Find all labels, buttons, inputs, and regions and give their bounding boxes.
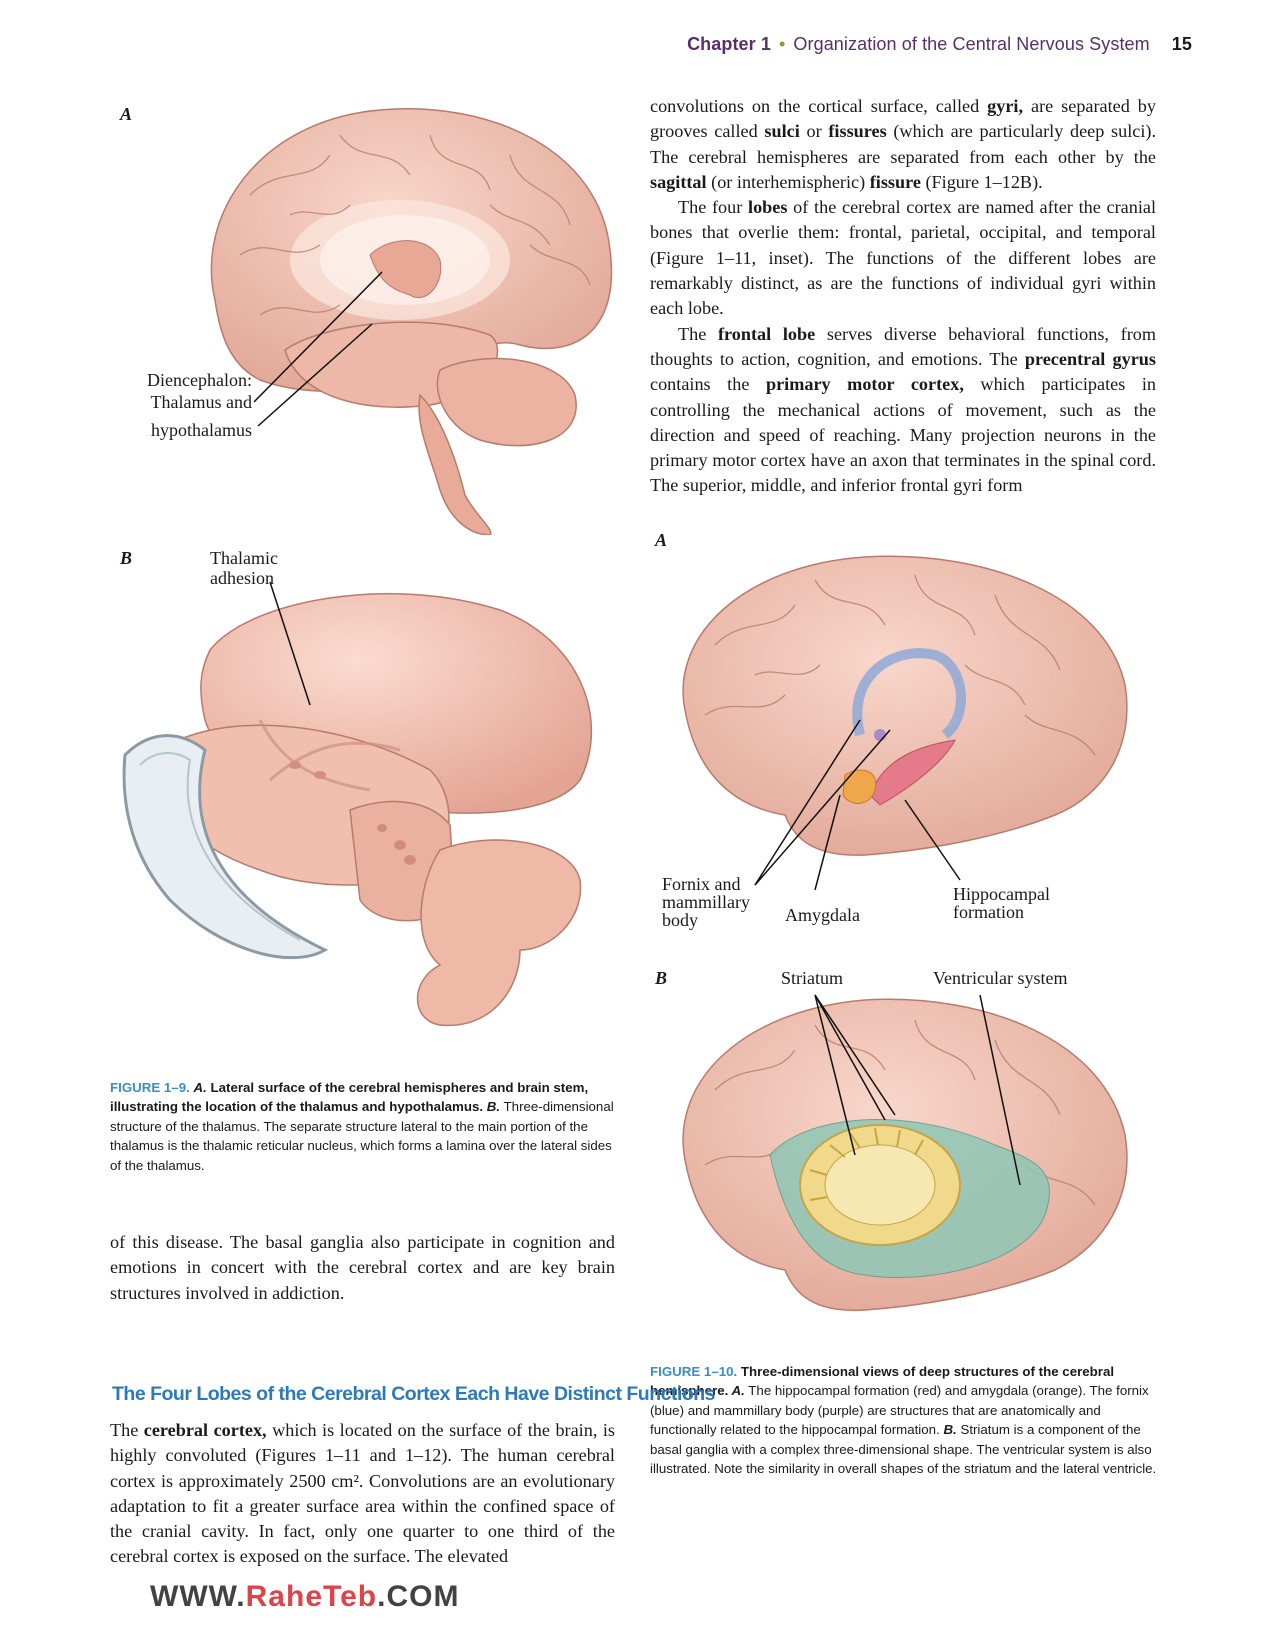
caption-bold-text: Lateral surface of the cerebral hemisphe…: [110, 1080, 589, 1115]
left-column-bottom-text: of this disease. The basal ganglia also …: [110, 1230, 615, 1306]
figure-1-9a-brain-illustration: [210, 108, 613, 535]
bold-term: lobes: [748, 197, 788, 218]
paragraph: The frontal lobe serves diverse behavior…: [650, 323, 1156, 496]
figure-1-9-caption: FIGURE 1–9. A. Lateral surface of the ce…: [110, 1078, 615, 1175]
bold-term: gyri,: [987, 96, 1024, 116]
caption-bold-text: Three-dimensional views of deep structur…: [650, 1364, 1115, 1399]
chapter-label: Chapter 1: [687, 34, 771, 54]
callout-formation: formation: [953, 902, 1024, 922]
figure-1-9-panel-a-label: A: [120, 104, 133, 124]
figure-1-10-panel-a-label: A: [655, 530, 668, 550]
reticular-nucleus-lamina: [122, 734, 329, 960]
caption-panel-b: B.: [939, 1422, 957, 1438]
callout-adhesion: adhesion: [210, 568, 274, 588]
left-column-section-text: The cerebral cortex, which is located on…: [110, 1418, 615, 1570]
geniculate-lobe: [416, 839, 582, 1027]
amygdala: [842, 769, 877, 804]
hippocampus: [869, 739, 956, 806]
callout-thalamic: Thalamic: [210, 548, 278, 568]
running-header: Chapter 1 • Organization of the Central Ne…: [687, 34, 1192, 55]
section-heading: The Four Lobes of the Cerebral Cortex Ea…: [112, 1383, 716, 1405]
caption-figure-number: FIGURE 1–10.: [650, 1364, 738, 1379]
bold-term: precentral gyrus: [1024, 348, 1156, 369]
callout-diencephalon: Diencephalon:: [147, 370, 252, 390]
fornix-arc: [852, 648, 966, 739]
caption-panel-b: B.: [483, 1099, 501, 1115]
caption-panel-b-text: Striatum is a component of the basal gan…: [650, 1422, 1157, 1477]
right-column-top-text: convolutions on the cortical surface, ca…: [650, 94, 1156, 499]
callout-striatum: Striatum: [781, 968, 843, 988]
cerebellum: [436, 357, 577, 447]
caption-panel-a-text: The hippocampal formation (red) and amyg…: [650, 1383, 1149, 1438]
figure-1-10a-illustration: [682, 555, 1128, 890]
bold-term: sulci: [764, 121, 800, 142]
fornix-callout: Fornix and mammillary body: [662, 875, 750, 929]
header-bullet: •: [778, 34, 786, 54]
thalamic-adhesion-callout: Thalamic adhesion: [210, 548, 278, 588]
watermark-prefix: WWW.: [150, 1580, 246, 1613]
caption-body-text: Three-dimensional structure of the thala…: [110, 1099, 614, 1173]
bold-term: sagittal: [650, 171, 707, 192]
mammillary-body: [874, 729, 886, 741]
callout-hypothalamus: hypothalamus: [151, 420, 252, 440]
callout-ventricular-system: Ventricular system: [933, 968, 1068, 988]
bold-term: fissures: [828, 121, 887, 142]
figure-1-10-panel-b-label: B: [655, 968, 668, 988]
paragraph: of this disease. The basal ganglia also …: [110, 1232, 615, 1303]
figure-1-10-caption: FIGURE 1–10. Three-dimensional views of …: [650, 1362, 1160, 1478]
callout-hippocampal: Hippocampal: [953, 884, 1050, 904]
paragraph: The four lobes of the cerebral cortex ar…: [650, 197, 1157, 319]
hippocampal-callout: Hippocampal formation: [953, 885, 1050, 921]
callout-mammillary: mammillary: [662, 892, 750, 912]
watermark-suffix: .COM: [377, 1580, 460, 1613]
watermark: WWW.RaheTeb.COM: [150, 1580, 459, 1614]
bold-term: fissure: [869, 171, 921, 192]
callout-thalamus-and: Thalamus and: [150, 392, 252, 412]
bold-term: frontal lobe: [717, 323, 816, 344]
watermark-brand: RaheTeb: [245, 1580, 378, 1613]
chapter-title: Organization of the Central Nervous Syst…: [793, 34, 1150, 54]
paragraph: The cerebral cortex, which is located on…: [110, 1420, 615, 1567]
figure-1-9b-thalamus-illustration: [122, 581, 593, 1027]
diencephalon-callout: Diencephalon: Thalamus and hypothalamus: [118, 370, 252, 440]
diencephalon-leader-lines: [253, 271, 383, 427]
hemisphere-shape: [682, 555, 1128, 856]
bold-term: primary motor cortex,: [765, 374, 964, 395]
figure-1-10b-illustration: [682, 994, 1128, 1312]
caption-panel-a: A.: [728, 1383, 745, 1399]
callout-body: body: [662, 910, 698, 930]
callout-amygdala: Amygdala: [785, 905, 860, 925]
thalamus-shape: [369, 240, 442, 298]
paragraph: convolutions on the cortical surface, ca…: [650, 96, 1157, 192]
caption-panel-a: A.: [193, 1080, 207, 1095]
callout-fornix: Fornix and: [662, 874, 741, 894]
bold-term: cerebral cortex,: [143, 1420, 267, 1440]
thalamic-adhesion-leader: [269, 581, 311, 706]
figure-1-9-panel-b-label: B: [120, 548, 133, 568]
page-number: 15: [1171, 34, 1192, 54]
caption-figure-number: FIGURE 1–9.: [110, 1080, 190, 1095]
